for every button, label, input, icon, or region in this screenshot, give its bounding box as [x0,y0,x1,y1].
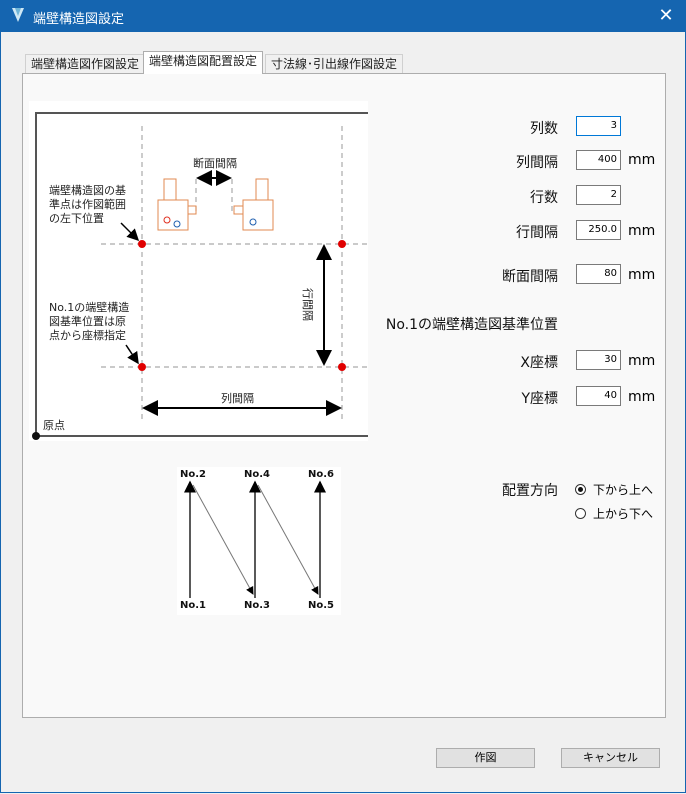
col-gap-input[interactable]: 400 [576,150,621,170]
radio-label: 上から下へ [593,507,654,521]
section-gap-unit: mm [628,267,656,283]
cols-input[interactable]: 3 [576,116,621,136]
section-gap-label: 断面間隔 [502,269,558,285]
order-no4: No.4 [244,469,270,480]
x-input[interactable]: 30 [576,350,621,370]
note2-line3: 点から座標指定 [49,328,126,342]
tab-dimension-settings[interactable]: 寸法線･引出線作図設定 [265,54,404,73]
title-bar: 端壁構造図設定 ✕ [1,1,686,32]
note2-line2: 図基準位置は原 [49,314,126,328]
y-input[interactable]: 40 [576,386,621,406]
radio-checked-icon [575,484,586,495]
radio-label: 下から上へ [593,483,654,497]
row-gap-label: 行間隔 [516,225,558,241]
note1-line3: の左下位置 [49,211,104,225]
row-gap-unit: mm [628,223,656,239]
order-no1: No.1 [180,600,206,611]
y-unit: mm [628,389,656,405]
note2-line1: No.1の端壁構造 [49,300,129,314]
note1-line1: 端壁構造図の基 [49,183,126,197]
note1-line2: 準点は作図範囲 [49,197,126,211]
cols-label: 列数 [530,121,558,137]
draw-button[interactable]: 作図 [436,748,535,768]
section-drawings [157,178,274,231]
layout-diagram: 断面間隔 端壁構造図の基 準点は作図範囲 の左下位置 No.1の端壁構造 図基準… [29,101,368,441]
x-label: X座標 [520,355,558,371]
col-gap-label: 列間隔 [221,391,254,405]
tab-layout-settings[interactable]: 端壁構造図配置設定 [143,51,264,74]
section-gap-input[interactable]: 80 [576,264,621,284]
direction-label: 配置方向 [502,483,558,499]
order-no6: No.6 [308,469,334,480]
row-gap-label: 行間隔 [301,288,314,321]
window-title: 端壁構造図設定 [33,12,125,27]
radio-top-to-bottom[interactable]: 上から下へ [575,505,653,522]
origin-label: 原点 [43,419,65,432]
order-no3: No.3 [244,600,270,611]
order-no2: No.2 [180,469,206,480]
base-position-heading: No.1の端壁構造図基準位置 [385,317,558,333]
radio-unchecked-icon [575,508,586,519]
radio-bottom-to-top[interactable]: 下から上へ [575,481,653,498]
x-unit: mm [628,353,656,369]
order-diagram: No.1 No.2 No.3 No.4 No.5 No.6 [177,467,341,615]
rows-label: 行数 [530,190,558,206]
section-gap-label: 断面間隔 [193,156,237,170]
order-no5: No.5 [308,600,334,611]
row-gap-input[interactable]: 250.0 [576,220,621,240]
col-gap-label: 列間隔 [516,155,558,171]
y-label: Y座標 [521,391,558,407]
close-button[interactable]: ✕ [658,5,674,26]
rows-input[interactable]: 2 [576,185,621,205]
tab-drawing-settings[interactable]: 端壁構造図作図設定 [25,54,146,73]
col-gap-unit: mm [628,152,656,168]
app-logo-icon [12,8,24,22]
origin-point [32,432,40,440]
cancel-button[interactable]: キャンセル [561,748,660,768]
